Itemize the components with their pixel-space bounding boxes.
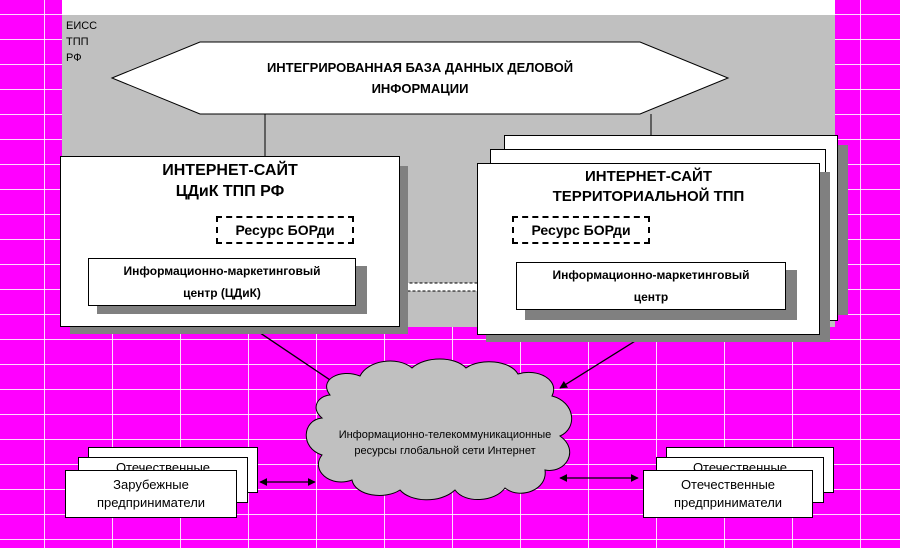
left-group-line2: предприниматели [96, 495, 206, 510]
left-site-title: ИНТЕРНЕТ-САЙТ ЦДиК ТПП РФ [60, 160, 400, 202]
eiss-label-line2: ТПП [66, 36, 89, 48]
right-group-line1: Отечественные [680, 477, 776, 492]
right-center-line2: центр [633, 290, 669, 304]
left-group-front: Зарубежные предприниматели [65, 470, 237, 518]
cloud-label-line1: Информационно-телекоммуникационные [338, 429, 552, 441]
right-center-box: Информационно-маркетинговый центр [516, 262, 786, 310]
left-site-title-line2: ЦДиК ТПП РФ [175, 183, 285, 200]
right-site-title: ИНТЕРНЕТ-САЙТ ТЕРРИТОРИАЛЬНОЙ ТПП [477, 167, 820, 207]
cloud-label-line2: ресурсы глобальной сети Интернет [354, 445, 536, 457]
cloud-label: Информационно-телекоммуникационные ресур… [320, 427, 570, 459]
left-group-line1: Зарубежные [113, 477, 189, 492]
left-site-title-line1: ИНТЕРНЕТ-САЙТ [162, 162, 298, 179]
left-center-line1: Информационно-маркетинговый [123, 264, 321, 278]
right-resource-box: Ресурс БОРди [512, 216, 650, 244]
right-group-line2: предприниматели [673, 495, 783, 510]
database-label-line1: ИНТЕГРИРОВАННАЯ БАЗА ДАННЫХ ДЕЛОВОЙ [266, 60, 574, 75]
database-hexagon [110, 41, 730, 115]
eiss-label: ЕИСС ТПП РФ [66, 18, 97, 66]
internet-cloud [305, 358, 573, 501]
database-label: ИНТЕГРИРОВАННАЯ БАЗА ДАННЫХ ДЕЛОВОЙ ИНФО… [180, 57, 660, 99]
right-site-title-line1: ИНТЕРНЕТ-САЙТ [584, 168, 713, 185]
left-center-line2: центр (ЦДиК) [183, 286, 261, 300]
left-center-box: Информационно-маркетинговый центр (ЦДиК) [88, 258, 356, 306]
right-center-line1: Информационно-маркетинговый [552, 268, 750, 282]
right-group-front: Отечественные предприниматели [643, 470, 813, 518]
top-white-strip [62, 0, 835, 15]
left-resource-box: Ресурс БОРди [216, 216, 354, 244]
eiss-label-line1: ЕИСС [66, 20, 98, 32]
database-label-line2: ИНФОРМАЦИИ [371, 81, 469, 96]
eiss-label-line3: РФ [66, 52, 82, 64]
right-site-title-line2: ТЕРРИТОРИАЛЬНОЙ ТПП [552, 188, 745, 205]
